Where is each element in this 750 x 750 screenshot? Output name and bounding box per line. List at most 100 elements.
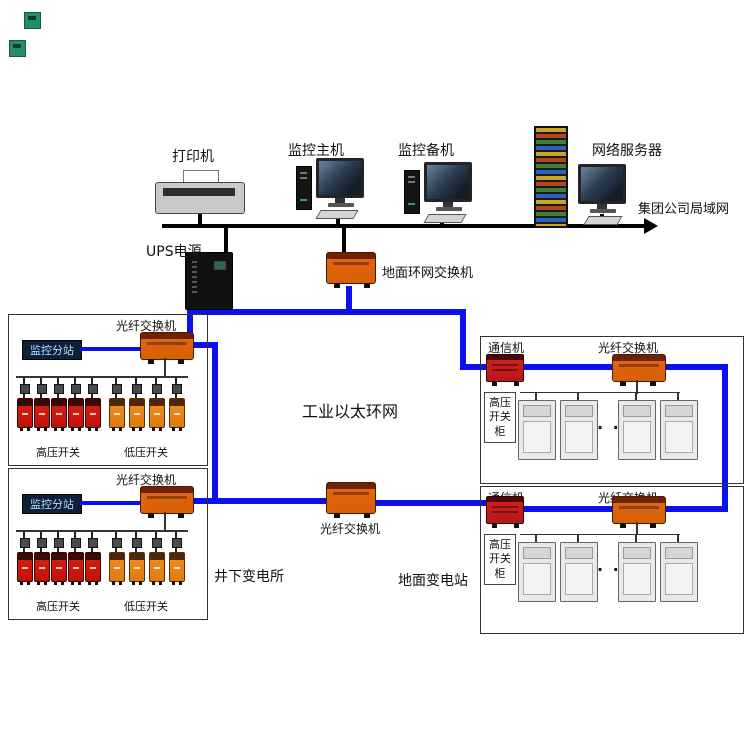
comm-device-graphic (486, 354, 524, 386)
lv-switch-device (148, 378, 165, 431)
surface-bottom-box (480, 486, 744, 634)
ring-line-segment (460, 364, 488, 370)
ups-drop-line (224, 228, 228, 254)
connector-line (80, 501, 140, 505)
connector-line (677, 392, 679, 400)
ring-line-segment (189, 309, 352, 315)
cabinet-bus-line (520, 534, 680, 535)
ring-line-segment (192, 498, 326, 504)
hv-cabinet-graphic (660, 542, 698, 602)
lan-arrow-icon (644, 218, 658, 234)
lv-switch-device (148, 532, 165, 585)
cabinet-bus-line (520, 392, 680, 393)
server-label: 网络服务器 (592, 143, 662, 159)
hv-switch-device (67, 532, 84, 585)
surface-caption: 地面变电站 (398, 573, 468, 589)
device-bus-line (16, 376, 188, 378)
ground-switch-label: 地面环网交换机 (382, 266, 474, 281)
center-fiber-switch-label: 光纤交换机 (320, 522, 381, 536)
hv-switch-device (33, 532, 50, 585)
connector-line (535, 392, 537, 400)
lv-switch-device (128, 378, 145, 431)
lv-switch-device (108, 532, 125, 585)
hv-cabinet-graphic (560, 542, 598, 602)
ring-line-segment (664, 364, 728, 370)
ring-line-segment (664, 506, 728, 512)
fiber-switch-graphic (612, 496, 666, 528)
ups-graphic (185, 252, 233, 310)
hv-label: 高压开关 (36, 446, 80, 459)
hv-switch-device (16, 532, 33, 585)
switch-drop-line (342, 228, 346, 254)
hv-cabinet-graphic (560, 400, 598, 460)
device-bus-line (16, 530, 188, 532)
cabinet-label: 高压开关柜 (484, 534, 516, 585)
server-monitor-graphic (578, 164, 628, 225)
ring-line-segment (187, 309, 193, 334)
center-fiber-switch-graphic (326, 482, 376, 518)
connector-line (577, 534, 579, 542)
underground-top-box (8, 314, 208, 466)
watermark-icon (9, 40, 26, 57)
ellipsis-dots: · · (597, 560, 621, 579)
connector-line (636, 380, 638, 394)
hv-cabinet-graphic (618, 400, 656, 460)
host-computer-graphic (296, 158, 370, 220)
ring-line-segment (346, 286, 352, 314)
underground-caption: 井下变电所 (214, 569, 284, 585)
fiber-switch-graphic (140, 332, 194, 364)
fiber-switch-label: 光纤交换机 (116, 473, 177, 487)
lv-switch-device (168, 532, 185, 585)
ring-line-segment (522, 364, 612, 370)
backup-label: 监控备机 (398, 143, 454, 159)
hv-switch-device (84, 532, 101, 585)
lan-label: 集团公司局域网 (638, 202, 730, 217)
ring-line-segment (192, 342, 216, 348)
ring-line-segment (212, 342, 218, 504)
fiber-switch-label: 光纤交换机 (116, 319, 177, 333)
hv-switch-device (50, 532, 67, 585)
ring-line-segment (722, 364, 728, 512)
comm-label: 通信机 (488, 341, 525, 355)
fiber-switch-graphic (612, 354, 666, 386)
hv-switch-device (67, 378, 84, 431)
watermark-icon (24, 12, 41, 29)
hv-cabinet-graphic (518, 542, 556, 602)
hv-label: 高压开关 (36, 600, 80, 613)
host-label: 监控主机 (288, 143, 344, 159)
ground-ring-switch-graphic (326, 252, 376, 288)
hv-switch-device (16, 378, 33, 431)
surface-top-box (480, 336, 744, 484)
hv-cabinet-graphic (660, 400, 698, 460)
connector-line (577, 392, 579, 400)
ring-line-segment (460, 309, 466, 370)
server-rack-graphic (534, 126, 568, 228)
backup-computer-graphic (404, 162, 478, 224)
printer-label: 打印机 (172, 149, 214, 165)
fiber-switch-graphic (140, 486, 194, 518)
monitor-substation: 监控分站 (22, 494, 82, 514)
connector-line (635, 392, 637, 400)
lv-switch-device (108, 378, 125, 431)
monitor-substation: 监控分站 (22, 340, 82, 360)
host-drop-line (336, 214, 340, 226)
hv-switch-device (50, 378, 67, 431)
ring-line-segment (374, 500, 486, 506)
connector-line (636, 522, 638, 534)
lv-switch-device (168, 378, 185, 431)
printer-graphic (155, 170, 245, 216)
connector-line (164, 358, 166, 378)
printer-drop-line (198, 212, 202, 226)
hv-switch-device (84, 378, 101, 431)
hv-switch-device (33, 378, 50, 431)
connector-line (535, 534, 537, 542)
connector-line (164, 512, 166, 530)
hv-cabinet-graphic (518, 400, 556, 460)
top-bus-line (162, 224, 644, 228)
underground-bottom-box (8, 468, 208, 620)
ring-title: 工业以太环网 (302, 402, 399, 421)
connector-line (677, 534, 679, 542)
connector-line (80, 347, 140, 351)
ring-line-segment (522, 506, 612, 512)
